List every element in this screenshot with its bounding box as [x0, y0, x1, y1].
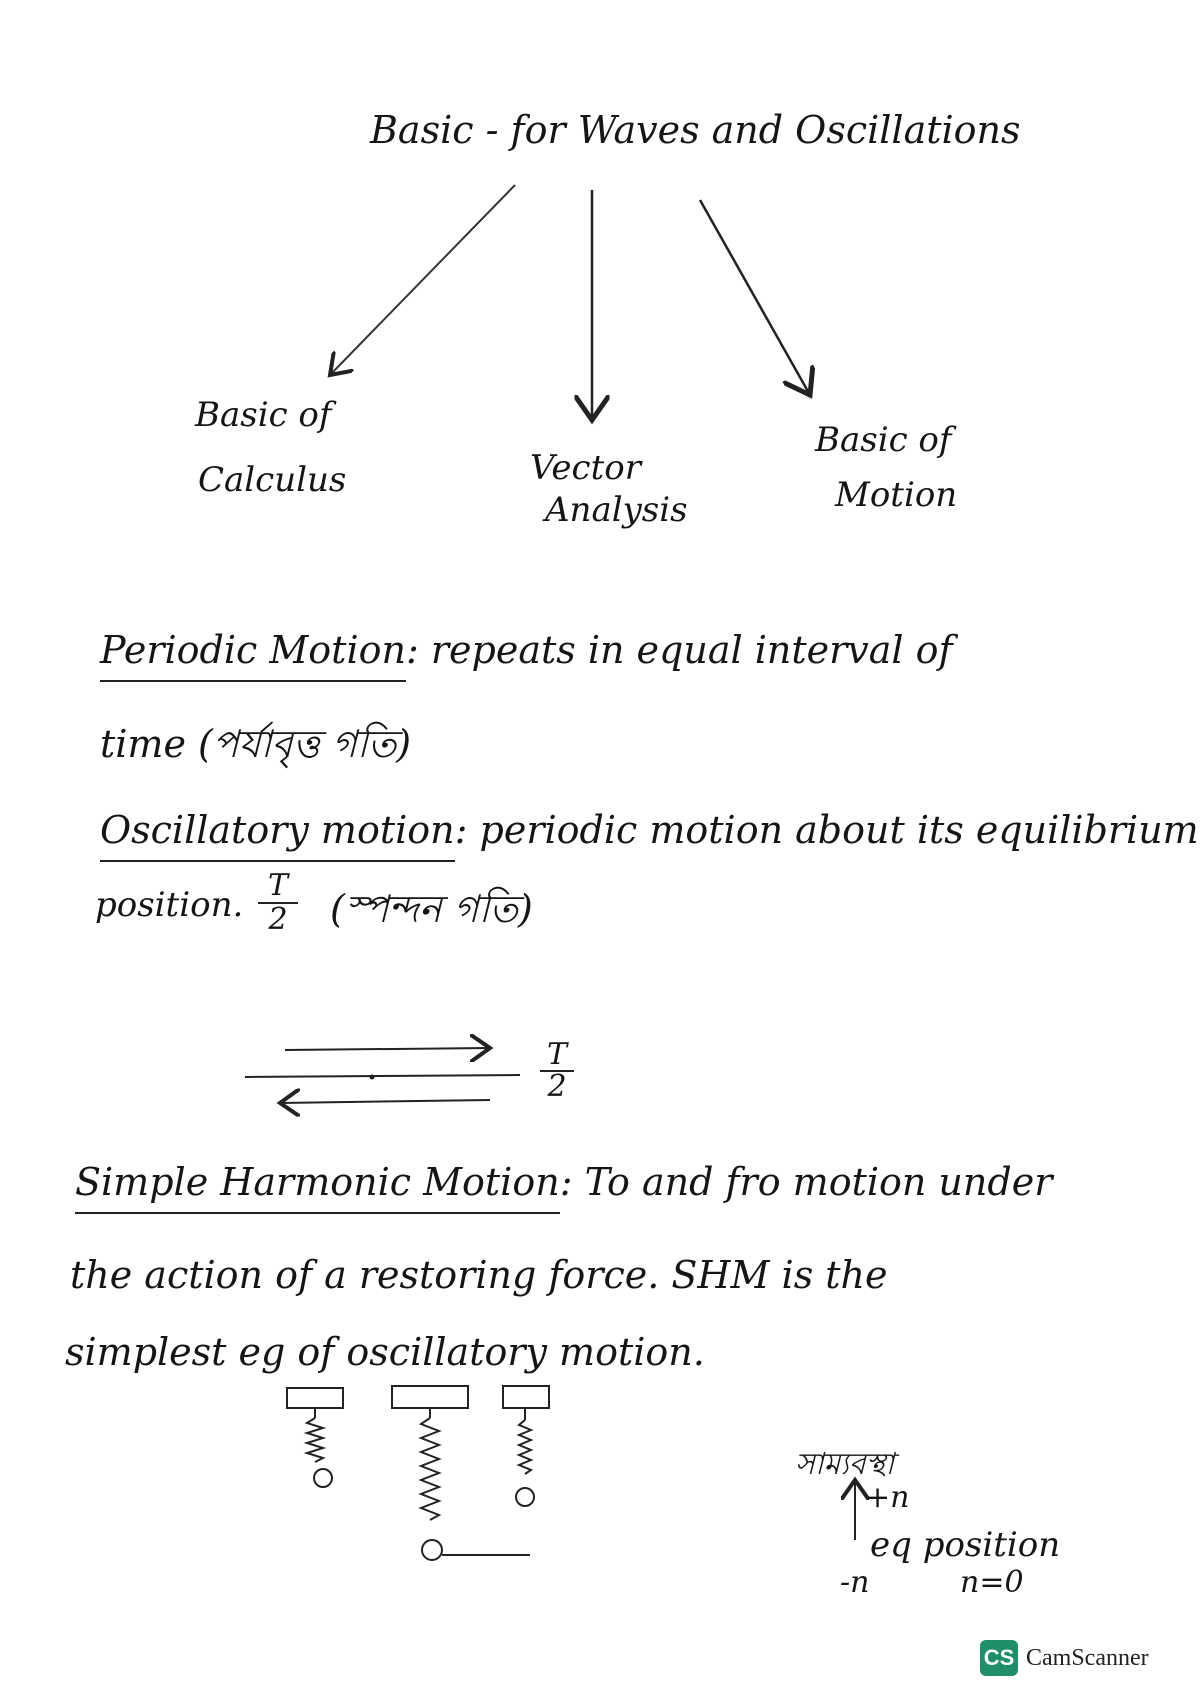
fraction-denominator: 2: [268, 902, 288, 937]
branch-motion-line1: Basic of: [815, 420, 952, 460]
arrow-to-calculus: [330, 184, 516, 375]
equilibrium-plus-n: +n: [865, 1480, 910, 1515]
equilibrium-line: [244, 1074, 521, 1078]
spring-compressed: [286, 1387, 344, 1488]
fraction-numerator: T: [258, 870, 298, 904]
shm-def1: To and fro motion under: [584, 1160, 1053, 1204]
spring-stretched: [391, 1385, 530, 1561]
arrow-fraction: T 2: [540, 1040, 574, 1102]
shm-term: Simple Harmonic Motion: [75, 1160, 560, 1214]
spring-natural: [502, 1385, 550, 1507]
oscillatory-def2-pre: position.: [95, 885, 244, 925]
arrow-fraction-denominator: 2: [547, 1069, 567, 1104]
arrow-fraction-numerator: T: [540, 1040, 574, 1072]
periodic-term: Periodic Motion: [100, 628, 406, 682]
branch-calculus-line2: Calculus: [198, 460, 347, 500]
oscillatory-def2-post: (স্পন্দন গতি): [330, 887, 533, 931]
oscillatory-sep: :: [454, 808, 468, 852]
branch-vector-line2: Analysis: [545, 490, 688, 530]
branch-vector-line1: Vector: [530, 448, 641, 488]
arrow-to-motion: [698, 199, 810, 395]
equilibrium-minus-n: -n: [840, 1565, 870, 1600]
camscanner-logo-icon: CS: [980, 1640, 1018, 1676]
camscanner-name: CamScanner: [1026, 1644, 1149, 1671]
periodic-def2: time (পর্যাবৃত্ত গতি): [100, 722, 412, 766]
arrow-left: [280, 1100, 491, 1103]
equilibrium-n-zero: n=0: [960, 1565, 1024, 1600]
shm-def2: the action of a restoring force. SHM is …: [70, 1253, 888, 1297]
equilibrium-word: সাম্যবস্থা: [795, 1447, 895, 1482]
shm-def3: simplest eg of oscillatory motion.: [65, 1330, 705, 1374]
branch-motion-line2: Motion: [835, 475, 958, 515]
arrow-right: [284, 1048, 490, 1050]
shm-sep: :: [559, 1160, 573, 1204]
periodic-line1: Periodic Motion: repeats in equal interv…: [100, 628, 953, 682]
periodic-def1: repeats in equal interval of: [430, 628, 953, 672]
camscanner-watermark: CS CamScanner: [980, 1640, 1149, 1676]
shm-line1: Simple Harmonic Motion: To and fro motio…: [75, 1160, 1053, 1214]
equilibrium-position: eq position: [870, 1525, 1061, 1565]
oscillatory-term: Oscillatory motion: [100, 808, 455, 862]
equilibrium-dot: [369, 1074, 375, 1080]
page-title: Basic - for Waves and Oscillations: [370, 108, 1021, 152]
periodic-sep: :: [405, 628, 419, 672]
branch-calculus-line1: Basic of: [195, 395, 332, 435]
oscillatory-def1: periodic motion about its equilibrium: [479, 808, 1199, 852]
oscillatory-line1: Oscillatory motion: periodic motion abou…: [100, 808, 1199, 862]
oscillatory-fraction: T 2: [258, 870, 298, 936]
